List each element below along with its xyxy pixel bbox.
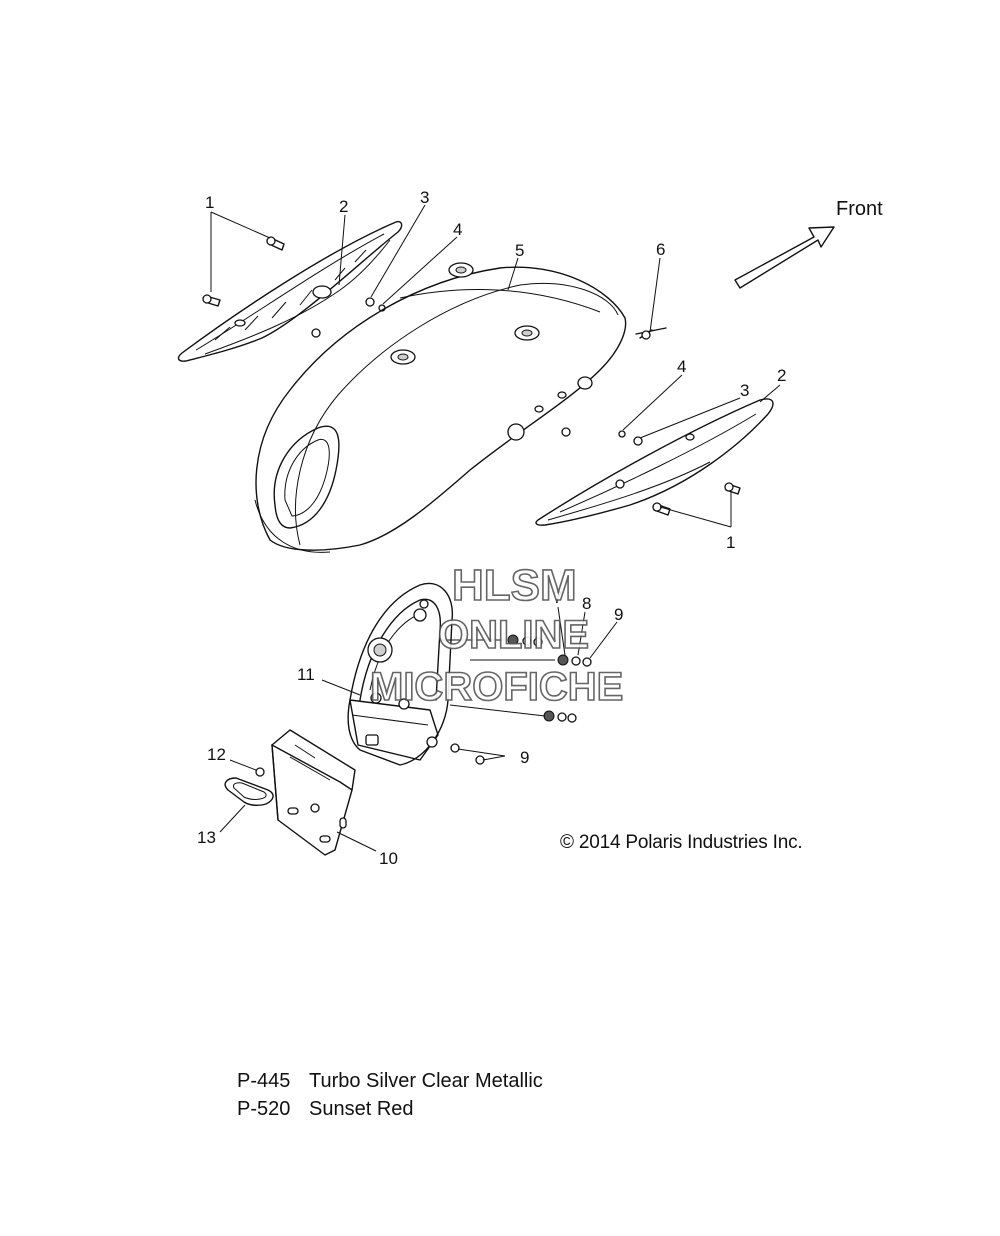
callout-7: 7 [553, 588, 562, 607]
nut-bracket-b [475, 755, 485, 765]
paint-code: P-520 [237, 1098, 291, 1120]
nut-bracket-a [450, 743, 460, 753]
callout-13: 13 [197, 828, 216, 847]
bolt-left-lower [202, 294, 221, 307]
bolt-left-upper [266, 236, 285, 251]
screw-bracket [310, 803, 320, 813]
callout-3-right: 3 [740, 381, 749, 400]
callout-1: 1 [205, 193, 214, 212]
paint-code: P-445 [237, 1070, 291, 1092]
copyright-notice: © 2014 Polaris Industries Inc. [560, 832, 803, 853]
screw-12 [255, 767, 265, 777]
paint-code-row: P-520 Sunset Red [237, 1095, 543, 1123]
front-label: Front [836, 198, 883, 220]
nut-fender [561, 427, 571, 437]
callout-leaders [210, 204, 781, 852]
bolt-right-upper [724, 482, 741, 495]
callout-9: 9 [614, 605, 623, 624]
callout-5: 5 [515, 241, 524, 260]
callout-2-right: 2 [777, 366, 786, 385]
nut-left-lower [311, 328, 321, 338]
license-plate-bracket [271, 729, 356, 856]
paint-name: Turbo Silver Clear Metallic [309, 1070, 543, 1092]
front-arrow-icon [734, 226, 835, 289]
paint-code-row: P-445 Turbo Silver Clear Metallic [237, 1067, 543, 1095]
callout-6: 6 [656, 240, 665, 259]
watermark-line1: HLSM [452, 561, 577, 610]
watermark-line2: ONLINE [438, 613, 589, 657]
rear-support-bracket [347, 582, 454, 766]
callout-3: 3 [420, 188, 429, 207]
rear-fender [254, 262, 627, 553]
nut-left [365, 297, 375, 307]
nut-set-middle [557, 654, 592, 667]
nut-set-upper [507, 634, 543, 647]
watermark: HLSM ONLINE MICROFICHE [369, 560, 624, 710]
paint-code-legend: P-445 Turbo Silver Clear Metallic P-520 Su… [237, 1067, 543, 1123]
nut-set-lower [543, 710, 577, 723]
paint-name: Sunset Red [309, 1098, 414, 1120]
callout-4-right: 4 [677, 357, 686, 376]
callout-11: 11 [297, 665, 315, 684]
washer-right [618, 430, 626, 438]
callout-2: 2 [339, 197, 348, 216]
watermark-line3: MICROFICHE [370, 665, 623, 709]
reflector [224, 777, 274, 807]
left-side-trim [177, 220, 403, 362]
callout-4: 4 [453, 220, 462, 239]
callout-10: 10 [379, 849, 398, 868]
nut-right [633, 436, 643, 446]
clip-fastener [635, 327, 667, 340]
callout-8: 8 [582, 594, 591, 613]
callout-9-lower: 9 [520, 748, 529, 767]
right-side-trim [535, 398, 774, 526]
callout-12: 12 [207, 745, 226, 764]
hardware-leaders [440, 639, 555, 717]
callout-1-right: 1 [726, 533, 735, 552]
